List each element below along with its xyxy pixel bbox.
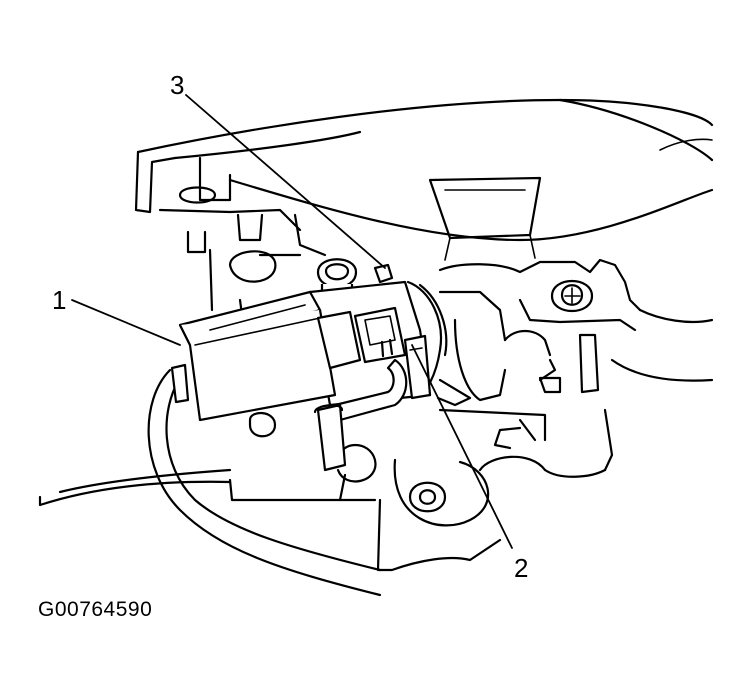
callout-3: 3 xyxy=(170,70,184,100)
leader-lines xyxy=(71,94,513,549)
callout-1: 1 xyxy=(52,285,66,315)
vsv-solenoid-assembly xyxy=(170,280,432,472)
left-bracket xyxy=(158,156,302,312)
figure-id: G00764590 xyxy=(38,598,152,621)
wire-harness xyxy=(38,368,382,597)
leader-2 xyxy=(411,344,513,549)
leader-3 xyxy=(185,94,386,269)
engine-block xyxy=(228,213,614,572)
right-housing xyxy=(438,258,714,450)
callout-2: 2 xyxy=(514,553,528,583)
leader-1 xyxy=(71,299,181,346)
upper-cover xyxy=(134,98,714,261)
